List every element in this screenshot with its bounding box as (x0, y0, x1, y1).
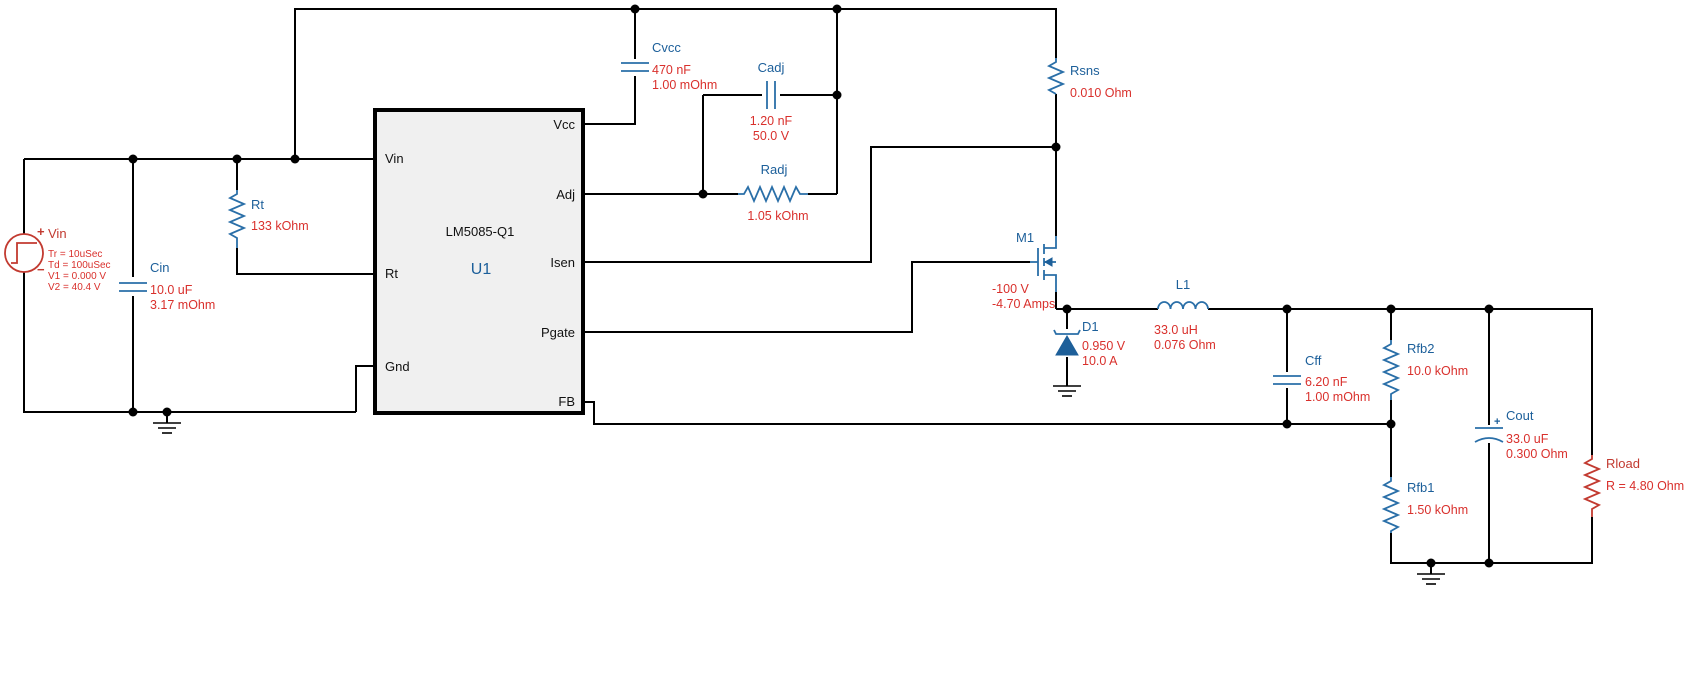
rfb2-name: Rfb2 (1407, 341, 1434, 356)
resistor-radj[interactable]: Radj 1.05 kOhm (738, 162, 809, 223)
cin-name: Cin (150, 260, 170, 275)
rfb1-value: 1.50 kOhm (1407, 503, 1468, 517)
resistor-rload[interactable]: Rload R = 4.80 Ohm (1582, 455, 1684, 517)
rsns-value: 0.010 Ohm (1070, 86, 1132, 100)
d1-value-2: 10.0 A (1082, 354, 1118, 368)
rload-value: R = 4.80 Ohm (1606, 479, 1684, 493)
rsns-name: Rsns (1070, 63, 1100, 78)
ic-u1[interactable]: LM5085-Q1 U1 Vin Rt Gnd Vcc Adj Isen Pga… (373, 108, 585, 415)
vin-name: Vin (48, 226, 67, 241)
vin-param-2: Td = 100uSec (48, 260, 111, 271)
diode-d1[interactable]: D1 0.950 V 10.0 A (1053, 319, 1126, 368)
ground-symbol-input (153, 422, 181, 434)
pin-vin-label: Vin (385, 151, 404, 166)
vin-param-4: V2 = 40.4 V (48, 282, 101, 293)
cout-plus-sign: + (1494, 416, 1500, 428)
resistor-rt[interactable]: Rt 133 kOhm (227, 190, 309, 248)
cout-value-1: 33.0 uF (1506, 432, 1549, 446)
cout-name: Cout (1506, 408, 1534, 423)
vin-param-3: V1 = 0.000 V (48, 271, 106, 282)
pin-rt-label: Rt (385, 266, 398, 281)
capacitor-cadj[interactable]: Cadj 1.20 nF 50.0 V (750, 60, 793, 143)
cvcc-value-2: 1.00 mOhm (652, 78, 717, 92)
vin-minus-sign: − (37, 262, 45, 277)
rfb2-value: 10.0 kOhm (1407, 364, 1468, 378)
pin-isen-label: Isen (550, 255, 575, 270)
cin-value-2: 3.17 mOhm (150, 298, 215, 312)
cadj-value-1: 1.20 nF (750, 114, 793, 128)
ground-symbol-output (1417, 573, 1445, 585)
l1-name: L1 (1176, 277, 1190, 292)
cout-value-2: 0.300 Ohm (1506, 447, 1568, 461)
vin-plus-sign: + (37, 224, 45, 239)
m1-value-2: -4.70 Amps (992, 297, 1055, 311)
cadj-value-2: 50.0 V (753, 129, 790, 143)
radj-name: Radj (761, 162, 788, 177)
pin-gnd-label: Gnd (385, 359, 410, 374)
cvcc-name: Cvcc (652, 40, 681, 55)
resistor-rfb2[interactable]: Rfb2 10.0 kOhm (1381, 340, 1468, 400)
cff-value-1: 6.20 nF (1305, 375, 1348, 389)
cadj-name: Cadj (758, 60, 785, 75)
pin-vcc-label: Vcc (553, 117, 575, 132)
junction-dots (128, 4, 1494, 568)
wires (23, 8, 1593, 574)
resistor-rfb1[interactable]: Rfb1 1.50 kOhm (1381, 477, 1468, 533)
ground-symbol-diode (1053, 385, 1081, 397)
ic-part-label: LM5085-Q1 (446, 224, 515, 239)
pin-adj-label: Adj (556, 187, 575, 202)
cvcc-value-1: 470 nF (652, 63, 691, 77)
pulse-waveform-icon (11, 242, 37, 264)
l1-value-2: 0.076 Ohm (1154, 338, 1216, 352)
rt-value: 133 kOhm (251, 219, 309, 233)
rfb1-name: Rfb1 (1407, 480, 1434, 495)
vin-param-1: Tr = 10uSec (48, 249, 102, 260)
capacitor-cout[interactable]: + Cout 33.0 uF 0.300 Ohm (1474, 408, 1568, 461)
cff-name: Cff (1305, 353, 1322, 368)
resistor-rsns[interactable]: Rsns 0.010 Ohm (1046, 58, 1132, 100)
cin-value-1: 10.0 uF (150, 283, 193, 297)
radj-value: 1.05 kOhm (747, 209, 808, 223)
m1-name: M1 (1016, 230, 1034, 245)
inductor-l1[interactable]: L1 33.0 uH 0.076 Ohm (1154, 277, 1216, 352)
vin-source[interactable]: + − Vin Tr = 10uSec Td = 100uSec V1 = 0.… (4, 224, 111, 293)
rload-name: Rload (1606, 456, 1640, 471)
capacitor-cvcc[interactable]: Cvcc 470 nF 1.00 mOhm (621, 40, 717, 92)
rt-name: Rt (251, 197, 264, 212)
ic-body (373, 108, 585, 415)
l1-value-1: 33.0 uH (1154, 323, 1198, 337)
m1-value-1: -100 V (992, 282, 1029, 296)
capacitor-cin[interactable]: Cin 10.0 uF 3.17 mOhm (119, 260, 215, 312)
d1-name: D1 (1082, 319, 1099, 334)
d1-value-1: 0.950 V (1082, 339, 1126, 353)
mosfet-arrow-icon (1043, 257, 1053, 267)
cff-value-2: 1.00 mOhm (1305, 390, 1370, 404)
pin-pgate-label: Pgate (541, 325, 575, 340)
ic-ref-label: U1 (471, 261, 492, 278)
capacitor-cff[interactable]: Cff 6.20 nF 1.00 mOhm (1273, 353, 1370, 404)
mosfet-m1[interactable]: M1 -100 V -4.70 Amps (992, 230, 1057, 311)
pin-fb-label: FB (558, 394, 575, 409)
diode-triangle-icon (1055, 335, 1079, 356)
